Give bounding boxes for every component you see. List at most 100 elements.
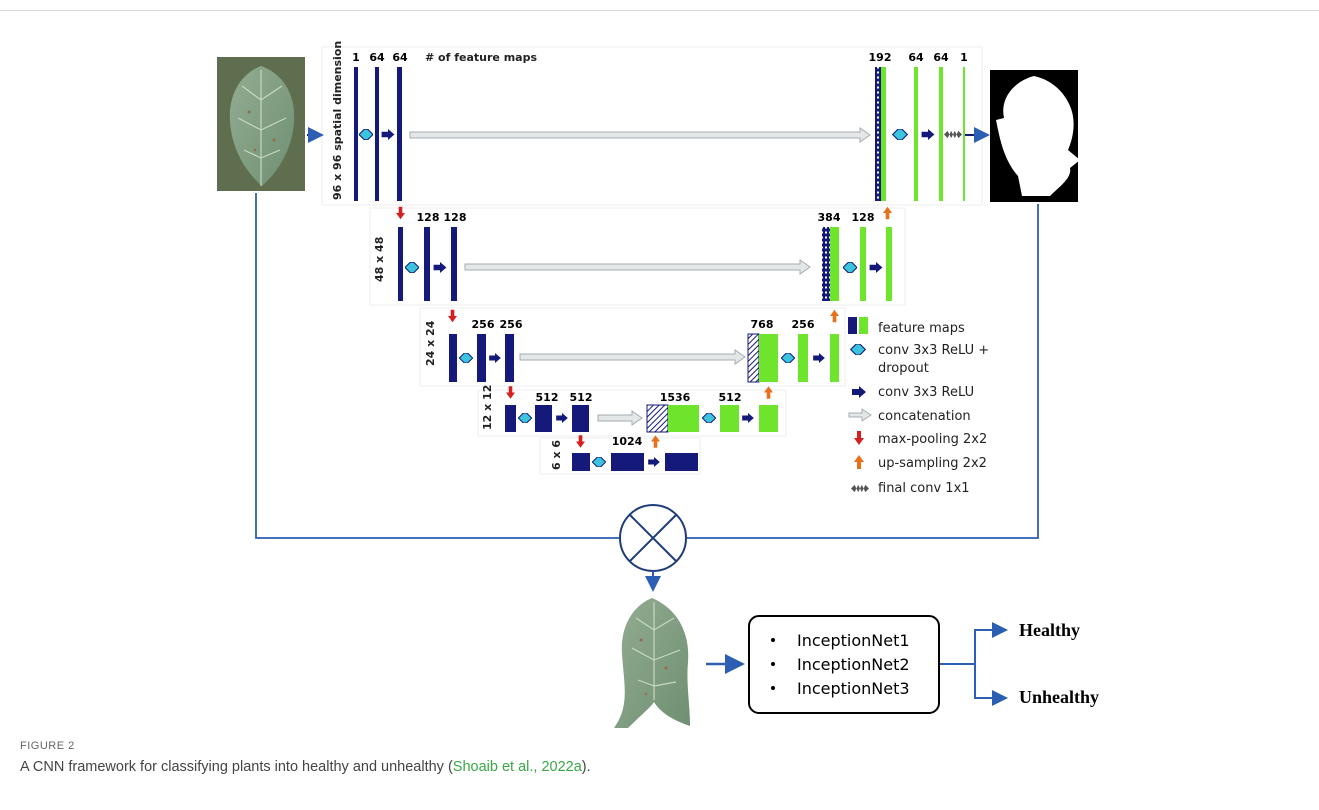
feature-map-block: [747, 333, 760, 383]
feature-map-block: [449, 334, 457, 382]
channel-label: 1536: [660, 391, 691, 404]
level-panels: [321, 46, 983, 475]
bottleneck-level: 1024: [572, 435, 698, 471]
legend-concat-icon: [848, 408, 872, 422]
concat-arrow: [519, 349, 746, 365]
legend-final-conv: final conv 1x1: [878, 481, 970, 496]
feature-map-block: [963, 67, 965, 201]
feature-map-block: [886, 227, 892, 301]
feature-map-block: [914, 67, 918, 201]
channel-label: 64: [369, 51, 385, 64]
decoder-level-2: 384 128: [818, 211, 892, 301]
channel-label: 1: [352, 51, 360, 64]
input-leaf-image: [217, 57, 305, 191]
dim-label-96: 96 x 96 spatial dimension: [331, 41, 344, 200]
top-divider: [0, 10, 1319, 11]
feature-map-block: [611, 453, 644, 471]
legend-max-pool: max-pooling 2x2: [878, 432, 987, 447]
legend: feature maps conv 3x3 ReLU + dropout con…: [848, 317, 989, 496]
feature-map-block: [798, 334, 808, 382]
legend-conv-dropout-2: dropout: [878, 361, 929, 376]
cnn-framework-diagram: # of feature maps 96 x 96 spatial dimens…: [217, 41, 1099, 728]
output-healthy: Healthy: [1019, 620, 1080, 640]
feature-map-block: [505, 405, 516, 432]
encoder-level-2: 128 128: [398, 211, 466, 301]
channel-label: 128: [852, 211, 875, 224]
model-label: InceptionNet1: [797, 631, 910, 650]
model-label: InceptionNet2: [797, 655, 910, 674]
legend-swatch-decoder: [859, 317, 868, 334]
legend-up-sample: up-sampling 2x2: [878, 456, 987, 471]
feature-map-block: [505, 334, 514, 382]
legend-conv-icon: [852, 386, 866, 398]
concat-arrow: [464, 259, 811, 275]
legend-conv: conv 3x3 ReLU: [878, 385, 974, 400]
encoder-level-3: 256 256: [449, 318, 523, 382]
encoder-level-1: 1 64 64: [352, 51, 408, 201]
legend-max-pool-icon: [854, 431, 864, 445]
channel-label: 128: [417, 211, 440, 224]
channel-label: 768: [751, 318, 774, 331]
channel-label: 384: [818, 211, 841, 224]
channel-label: 256: [472, 318, 495, 331]
channel-label: 256: [792, 318, 815, 331]
decoder-level-3: 768 256: [747, 318, 839, 383]
feature-map-block: [646, 404, 669, 433]
feature-map-block: [759, 334, 778, 382]
channel-label: 64: [392, 51, 408, 64]
citation-link[interactable]: Shoaib et al., 2022a: [452, 759, 582, 775]
feature-map-block: [668, 405, 699, 432]
feature-map-block: [572, 453, 590, 471]
feature-map-block: [822, 227, 830, 301]
caption-text: A CNN framework for classifying plants i…: [20, 759, 453, 775]
legend-conv-dropout-icon: [850, 344, 866, 355]
channel-label: 512: [536, 391, 559, 404]
caption-end: ).: [581, 759, 591, 775]
output-mask-image: [990, 70, 1080, 202]
feature-map-block: [397, 67, 402, 201]
feature-map-block: [830, 227, 839, 301]
classifier-box: InceptionNet1 InceptionNet2 InceptionNet…: [748, 615, 940, 714]
feature-map-block: [451, 227, 457, 301]
concat-arrow: [409, 127, 871, 143]
channel-label: 64: [908, 51, 924, 64]
legend-swatch-encoder: [848, 317, 857, 334]
feature-map-block: [375, 67, 379, 201]
dim-label-48: 48 x 48: [373, 237, 386, 282]
feature-map-block: [939, 67, 943, 201]
figure-label: FIGURE 2: [20, 740, 75, 752]
channel-label: 512: [719, 391, 742, 404]
multiply-node: [619, 504, 687, 572]
feature-map-block: [881, 67, 886, 201]
channel-label: 64: [933, 51, 949, 64]
channel-label: 1024: [612, 435, 643, 448]
feature-maps-header: # of feature maps: [425, 51, 537, 64]
dim-label-6: 6 x 6: [550, 440, 563, 470]
feature-map-block: [572, 405, 589, 432]
feature-map-block: [424, 227, 430, 301]
legend-conv-dropout: conv 3x3 ReLU +: [878, 343, 989, 358]
feature-map-block: [354, 67, 358, 201]
channel-label: 192: [869, 51, 892, 64]
feature-map-block: [759, 405, 778, 432]
feature-map-block: [720, 405, 739, 432]
feature-map-block: [860, 227, 866, 301]
feature-map-block: [477, 334, 486, 382]
figure-caption: A CNN framework for classifying plants i…: [20, 759, 591, 775]
feature-map-block: [665, 453, 698, 471]
channel-label: 256: [500, 318, 523, 331]
model-label: InceptionNet3: [797, 679, 910, 698]
dim-label-24: 24 x 24: [424, 320, 437, 366]
feature-map-block: [830, 334, 839, 382]
channel-label: 1: [960, 51, 968, 64]
merge-connectors: [255, 193, 1039, 539]
channel-label: 512: [570, 391, 593, 404]
legend-feature-maps: feature maps: [878, 321, 965, 336]
encoder-level-4: 512 512: [505, 391, 592, 432]
dim-label-12: 12 x 12: [481, 385, 494, 430]
feature-map-block: [535, 405, 552, 432]
decoder-level-4: 1536 512: [646, 391, 778, 433]
output-branch: [940, 622, 1008, 706]
decoder-level-1: 192 64 64 1: [869, 51, 968, 201]
legend-up-sample-icon: [854, 455, 864, 469]
